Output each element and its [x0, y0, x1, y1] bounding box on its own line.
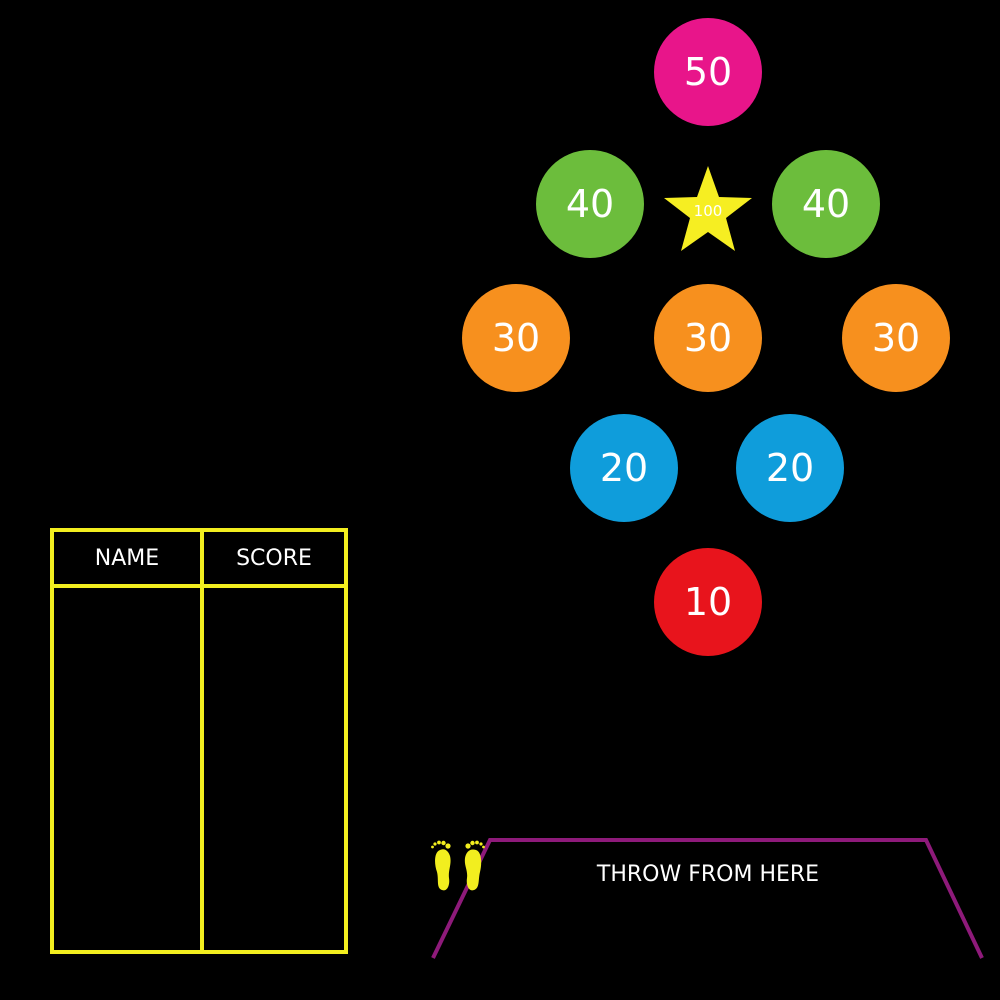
target-20-left[interactable]: 20 [570, 414, 678, 522]
scoreboard-column-divider [200, 532, 204, 950]
target-40-right-label: 40 [801, 182, 851, 226]
score-column-body[interactable] [204, 588, 344, 950]
target-30-left[interactable]: 30 [462, 284, 570, 392]
target-10-label: 10 [683, 580, 733, 624]
star-icon [664, 166, 752, 251]
throw-zone: THROW FROM HERE [430, 836, 986, 960]
target-40-left-label: 40 [565, 182, 615, 226]
target-40-right[interactable]: 40 [772, 150, 880, 258]
footprints-icon [431, 840, 485, 891]
target-20-right[interactable]: 20 [736, 414, 844, 522]
target-30-left-label: 30 [491, 316, 541, 360]
target-20-left-label: 20 [599, 446, 649, 490]
target-100-label: 100 [693, 202, 723, 220]
target-30-right[interactable]: 30 [842, 284, 950, 392]
target-50-label: 50 [683, 50, 733, 94]
throw-from-here-label: THROW FROM HERE [596, 862, 820, 887]
target-40-left[interactable]: 40 [536, 150, 644, 258]
target-10[interactable]: 10 [654, 548, 762, 656]
name-column-body[interactable] [54, 588, 200, 950]
throw-zone-outline [431, 838, 984, 959]
target-100-star[interactable]: 100 [662, 164, 754, 256]
scoreboard-header-divider [54, 584, 344, 588]
target-30-center-label: 30 [683, 316, 733, 360]
target-30-center[interactable]: 30 [654, 284, 762, 392]
score-column-header: SCORE [236, 545, 312, 571]
target-20-right-label: 20 [765, 446, 815, 490]
target-50[interactable]: 50 [654, 18, 762, 126]
target-30-right-label: 30 [871, 316, 921, 360]
name-column-header: NAME [94, 545, 160, 571]
scoreboard: NAME SCORE [50, 528, 348, 954]
